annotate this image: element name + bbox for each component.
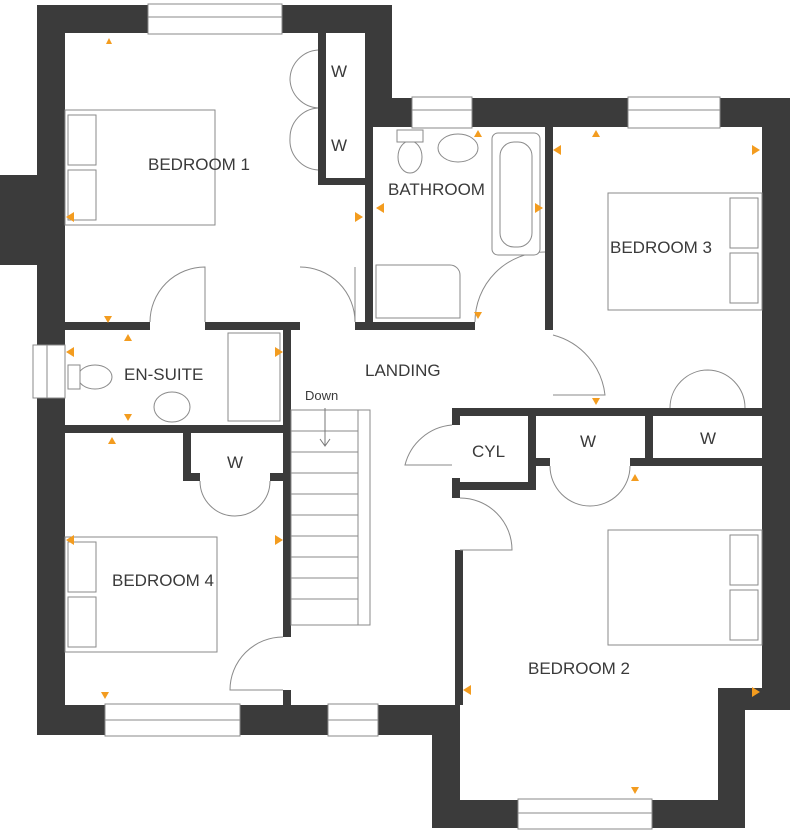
label-wardrobe: W bbox=[331, 136, 347, 155]
staircase bbox=[290, 408, 371, 626]
label-bedroom2: BEDROOM 2 bbox=[528, 659, 630, 678]
label-cylinder: CYL bbox=[472, 442, 505, 461]
label-bedroom4: BEDROOM 4 bbox=[112, 571, 214, 590]
doors bbox=[149, 49, 746, 691]
label-ensuite: EN-SUITE bbox=[124, 365, 203, 384]
interior-walls bbox=[65, 33, 762, 705]
furniture bbox=[64, 109, 763, 653]
label-bedroom1: BEDROOM 1 bbox=[148, 155, 250, 174]
label-wardrobe: W bbox=[331, 62, 347, 81]
label-stairs-down: Down bbox=[305, 388, 338, 403]
label-wardrobe: W bbox=[227, 453, 243, 472]
label-bedroom3: BEDROOM 3 bbox=[610, 238, 712, 257]
label-wardrobe: W bbox=[700, 429, 716, 448]
label-bathroom: BATHROOM bbox=[388, 180, 485, 199]
label-landing: LANDING bbox=[365, 361, 441, 380]
measurement-markers bbox=[66, 38, 760, 794]
label-wardrobe: W bbox=[580, 432, 596, 451]
windows bbox=[32, 3, 721, 830]
